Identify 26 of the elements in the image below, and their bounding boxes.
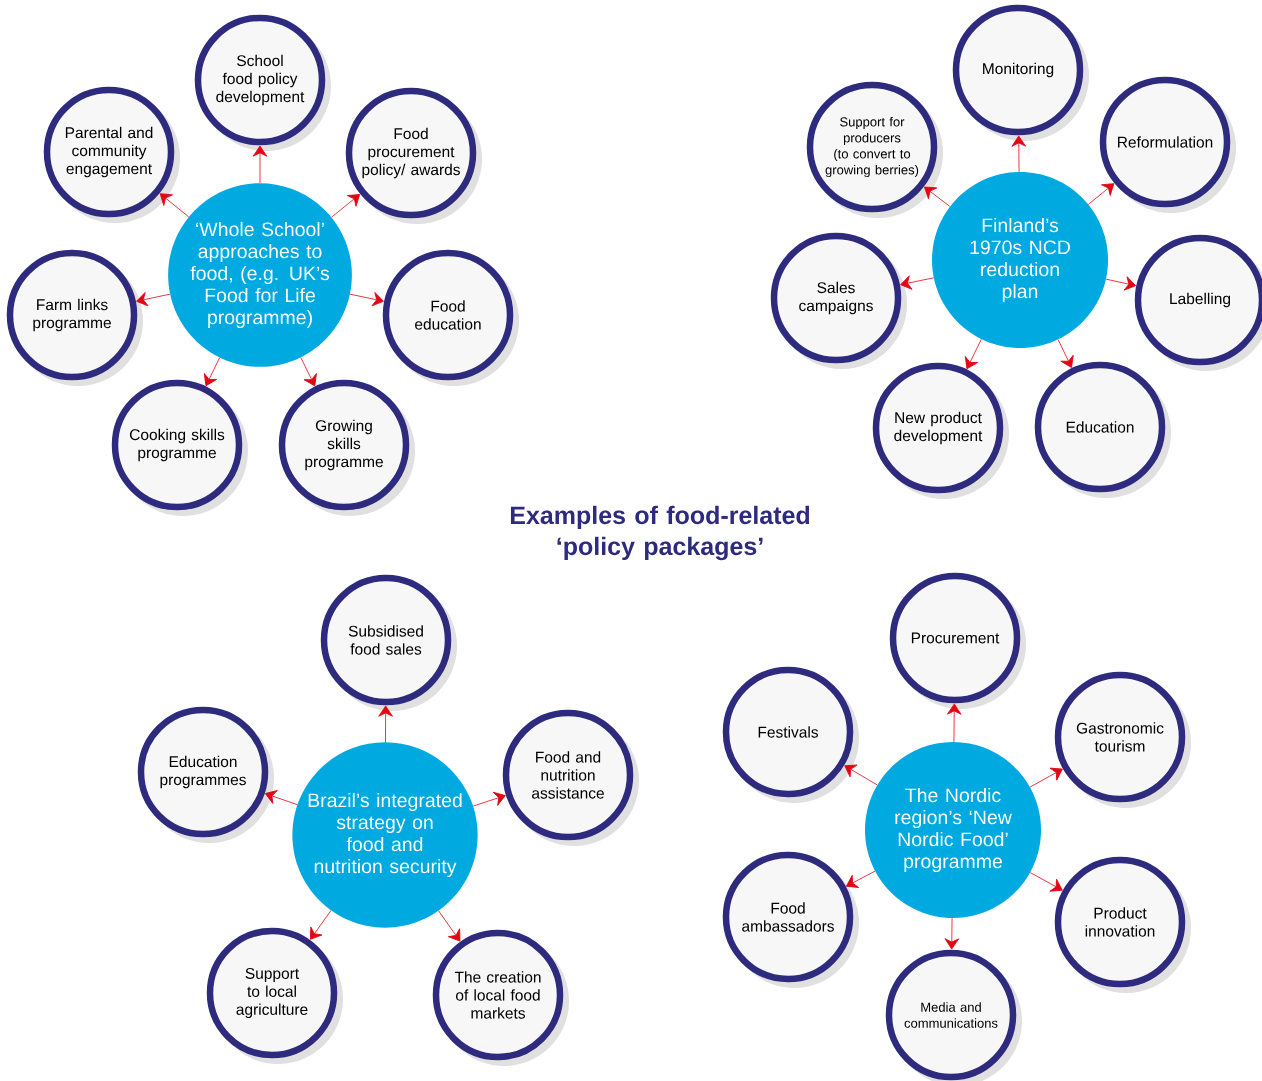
arrow: [1029, 767, 1063, 788]
arrow: [844, 764, 878, 786]
arrow: [1011, 135, 1027, 173]
arrow: [264, 790, 298, 806]
title: Examples of food-related ‘policy packages’: [510, 505, 810, 561]
arrow: [1029, 872, 1063, 892]
arrow: [378, 705, 393, 743]
arrow: [1057, 339, 1074, 368]
arrow: [159, 193, 190, 218]
arrow: [349, 292, 384, 307]
arrow: [845, 870, 876, 888]
arrow: [1105, 276, 1136, 291]
arrow: [946, 703, 962, 743]
arrow: [438, 910, 461, 942]
arrow: [944, 917, 960, 950]
arrow: [252, 145, 268, 184]
arrow: [136, 292, 171, 307]
arrow: [900, 275, 935, 290]
arrow: [472, 791, 506, 807]
arrow: [331, 194, 361, 218]
arrow: [300, 357, 317, 387]
arrow: [1088, 183, 1115, 205]
arrow: [964, 338, 982, 370]
arrow: [203, 357, 220, 387]
arrow: [924, 186, 951, 207]
arrow: [310, 910, 332, 940]
